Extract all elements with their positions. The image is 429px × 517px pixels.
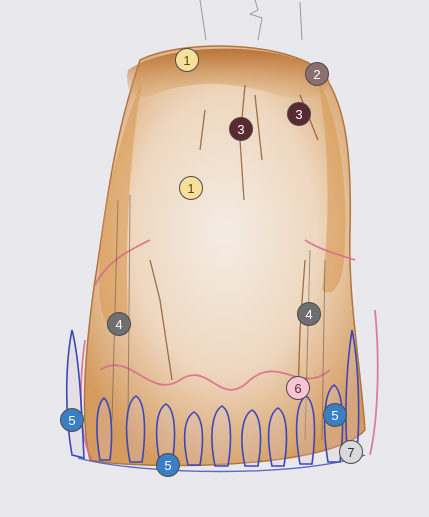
marker-5-left: 5	[60, 408, 84, 432]
marker-6: 6	[286, 376, 310, 400]
marker-4-left: 4	[107, 312, 131, 336]
marker-1-center: 1	[179, 176, 203, 200]
marker-4-right: 4	[297, 302, 321, 326]
marker-2: 2	[305, 62, 329, 86]
marker-5-right: 5	[323, 403, 347, 427]
marker-3-left: 3	[229, 117, 253, 141]
marker-3-right: 3	[287, 102, 311, 126]
marker-1-top: 1	[175, 48, 199, 72]
marker-5-bottom: 5	[156, 453, 180, 477]
marker-7: 7	[339, 440, 363, 464]
